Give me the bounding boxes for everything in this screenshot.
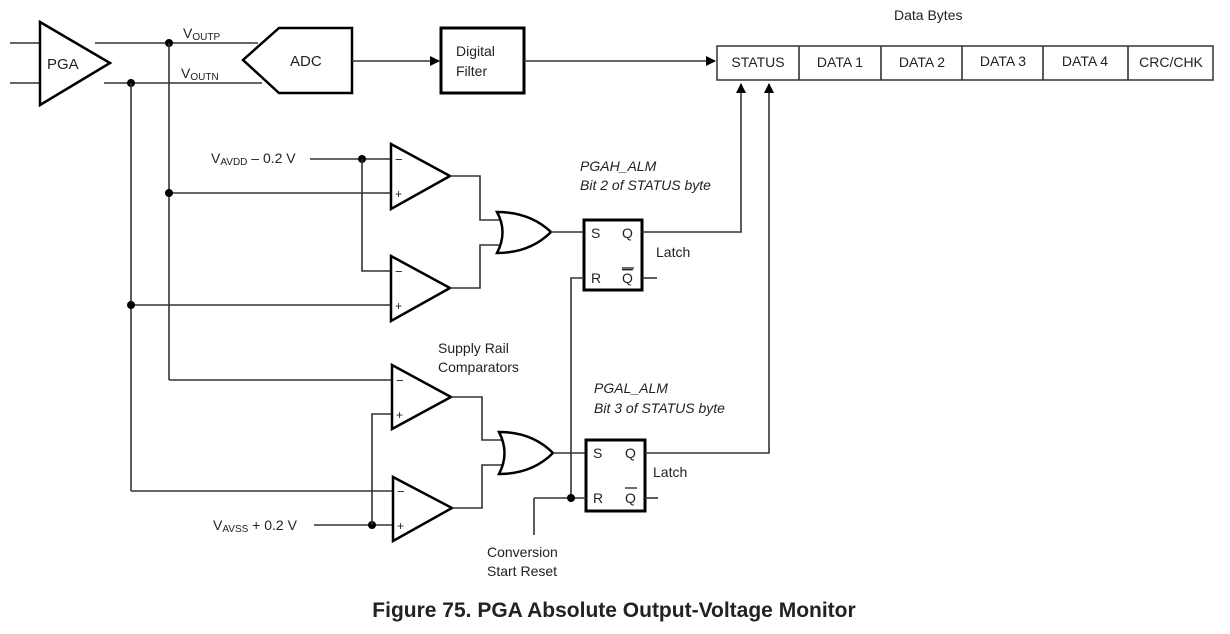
minus-input-label: − xyxy=(396,373,404,388)
pga-amplifier: PGA xyxy=(10,19,113,108)
reset-label-1: Conversion xyxy=(487,544,558,560)
minus-input-label: − xyxy=(395,264,403,279)
digital-filter-label-1: Digital xyxy=(456,43,495,59)
adc-label: ADC xyxy=(290,53,322,70)
comp1-to-or1-wire xyxy=(450,175,500,221)
latch-q-label: Q xyxy=(625,445,636,461)
vavdd-label: VAVDD – 0.2 V xyxy=(211,150,296,168)
latch2-q-to-status-arrow xyxy=(645,83,774,454)
vavss-label: VAVSS + 0.2 V xyxy=(213,517,298,535)
byte-crc-chk: CRC/CHK xyxy=(1139,54,1203,70)
supply-rail-label-1: Supply Rail xyxy=(438,340,509,356)
latch-2-box xyxy=(584,438,647,513)
pgal-alm-label: PGAL_ALM xyxy=(594,380,668,396)
pgah-alm-desc: Bit 2 of STATUS byte xyxy=(580,177,711,193)
voutp-label: VOUTP xyxy=(183,25,220,43)
byte-data-1: DATA 1 xyxy=(817,54,863,70)
byte-data-3: DATA 3 xyxy=(980,53,1026,69)
latch1-q-to-status-arrow xyxy=(642,83,746,233)
vavdd-to-comp2-wire xyxy=(361,159,391,272)
plus-input-label: + xyxy=(395,187,402,201)
comparator-2: − + xyxy=(389,253,453,324)
latch-1-label: Latch xyxy=(656,244,690,260)
pgal-alm-desc: Bit 3 of STATUS byte xyxy=(594,400,725,416)
or-gate-2-icon xyxy=(496,430,555,476)
digital-filter-block: Digital Filter xyxy=(439,26,526,95)
junction-dot xyxy=(567,494,575,502)
pgah-alm-label: PGAH_ALM xyxy=(580,158,657,174)
pga-triangle-icon xyxy=(38,19,113,108)
byte-data-4: DATA 4 xyxy=(1062,53,1108,69)
or-gate-1-icon xyxy=(494,210,553,255)
comparator-triangle-icon xyxy=(389,253,453,324)
supply-rail-label-2: Comparators xyxy=(438,359,519,375)
comparator-1: − + xyxy=(389,141,453,212)
figure-caption: Figure 75. PGA Absolute Output-Voltage M… xyxy=(372,599,855,622)
comparator-triangle-icon xyxy=(390,362,454,432)
latch-2: S Q R Q xyxy=(584,438,647,513)
latch-s-label: S xyxy=(593,445,602,461)
vavss-to-comp3-wire xyxy=(371,413,392,525)
pga-label: PGA xyxy=(47,56,79,73)
latch-qbar-label: Q xyxy=(625,490,636,506)
comparator-3: − + xyxy=(390,362,454,432)
junction-dot xyxy=(165,189,173,197)
plus-input-label: + xyxy=(397,519,404,533)
comparator-triangle-icon xyxy=(389,141,453,212)
plus-input-label: + xyxy=(396,408,403,422)
reset-label-2: Start Reset xyxy=(487,563,557,579)
digital-filter-box xyxy=(439,26,526,95)
data-bytes-title: Data Bytes xyxy=(894,7,962,23)
byte-status: STATUS xyxy=(731,54,784,70)
latch-r-label: R xyxy=(593,490,603,506)
latch-qbar-label: Q xyxy=(622,270,633,286)
voutn-label: VOUTN xyxy=(181,65,219,83)
latch-s-label: S xyxy=(591,225,600,241)
adc-block: ADC xyxy=(241,26,354,95)
comp4-to-or2-wire xyxy=(452,464,502,509)
minus-input-label: − xyxy=(397,484,405,499)
comp3-to-or2-wire xyxy=(451,396,502,441)
comparator-4: − + xyxy=(391,474,455,544)
data-bytes-frame: STATUS DATA 1 DATA 2 DATA 3 DATA 4 CRC/C… xyxy=(716,45,1214,81)
latch-1: S Q R Q xyxy=(582,218,644,292)
digital-filter-label-2: Filter xyxy=(456,63,487,79)
comparator-triangle-icon xyxy=(391,474,455,544)
reset-to-latch1-wire xyxy=(570,277,584,498)
comp2-to-or1-wire xyxy=(450,244,500,289)
latch-q-label: Q xyxy=(622,225,633,241)
byte-data-2: DATA 2 xyxy=(899,54,945,70)
latch-1-box xyxy=(582,218,644,292)
junction-dot xyxy=(127,301,135,309)
plus-input-label: + xyxy=(395,299,402,313)
latch-r-label: R xyxy=(591,270,601,286)
latch-2-label: Latch xyxy=(653,464,687,480)
minus-input-label: − xyxy=(395,152,403,167)
